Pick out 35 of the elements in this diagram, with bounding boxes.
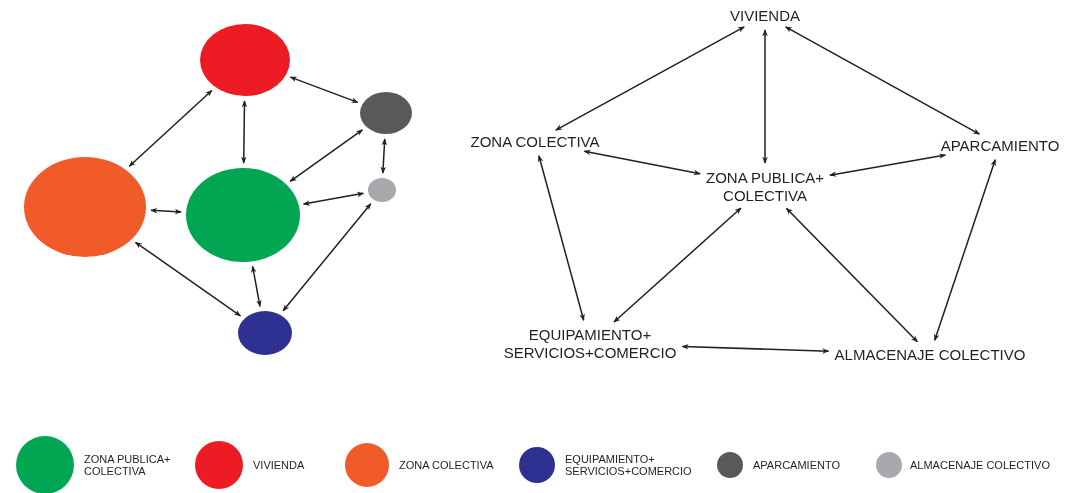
arrow bbox=[241, 100, 248, 164]
arrow bbox=[555, 26, 745, 131]
legend-label: ZONA PUBLICA+ COLECTIVA bbox=[84, 453, 172, 477]
arrow bbox=[251, 265, 262, 308]
arrow bbox=[128, 89, 213, 168]
arrow bbox=[762, 29, 768, 164]
legend-label: APARCAMIENTO bbox=[753, 459, 840, 471]
circle-shape bbox=[238, 311, 292, 355]
arrow bbox=[150, 207, 182, 215]
arrow bbox=[829, 153, 947, 177]
node-label: VIVIENDA bbox=[710, 7, 820, 25]
arrow bbox=[289, 129, 364, 183]
node-label: EQUIPAMIENTO+ SERVICIOS+COMERCIO bbox=[485, 326, 695, 362]
arrow bbox=[380, 138, 388, 174]
circle-shape bbox=[368, 178, 396, 202]
arrow bbox=[289, 76, 359, 104]
node-label: ZONA PUBLICA+ COLECTIVA bbox=[695, 169, 835, 205]
node-label: ALMACENAJE COLECTIVO bbox=[815, 346, 1045, 364]
node-label: ZONA COLECTIVA bbox=[455, 133, 615, 151]
arrow bbox=[134, 241, 242, 317]
arrow bbox=[302, 191, 365, 206]
arrow bbox=[785, 207, 919, 343]
arrow bbox=[282, 202, 372, 312]
arrow bbox=[537, 155, 585, 321]
arrow bbox=[613, 207, 742, 323]
legend-label: ALMACENAJE COLECTIVO bbox=[910, 459, 1050, 471]
legend-label: EQUIPAMIENTO+ SERVICIOS+COMERCIO bbox=[565, 453, 693, 477]
circle-shape bbox=[360, 92, 412, 134]
legend-label: ZONA COLECTIVA bbox=[399, 459, 494, 471]
arrow bbox=[933, 158, 996, 342]
legend-label: VIVIENDA bbox=[253, 459, 305, 471]
arrow bbox=[784, 26, 981, 135]
arrow bbox=[583, 149, 701, 176]
arrow bbox=[681, 343, 830, 354]
node-label: APARCAMIENTO bbox=[925, 137, 1075, 155]
